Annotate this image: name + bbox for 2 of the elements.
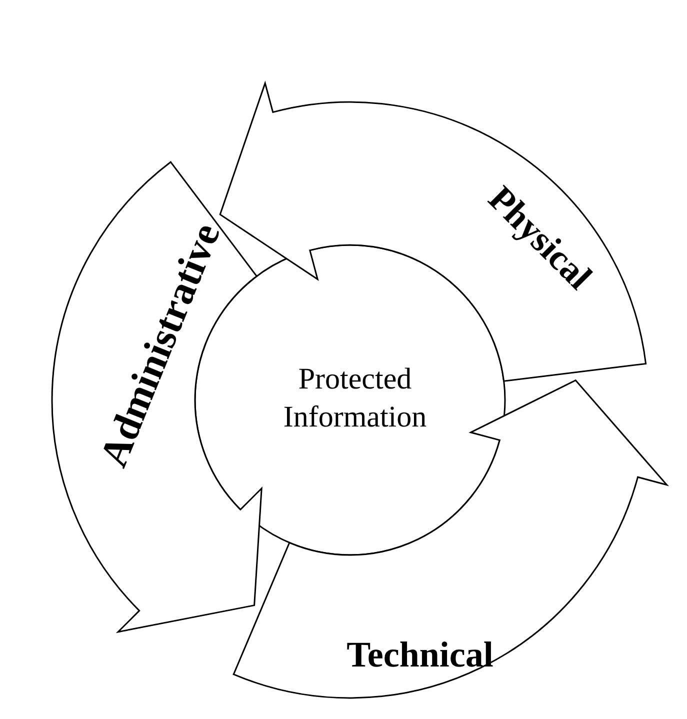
segment-label: Technical [346,632,494,678]
center-label: Protected Information [255,360,455,436]
